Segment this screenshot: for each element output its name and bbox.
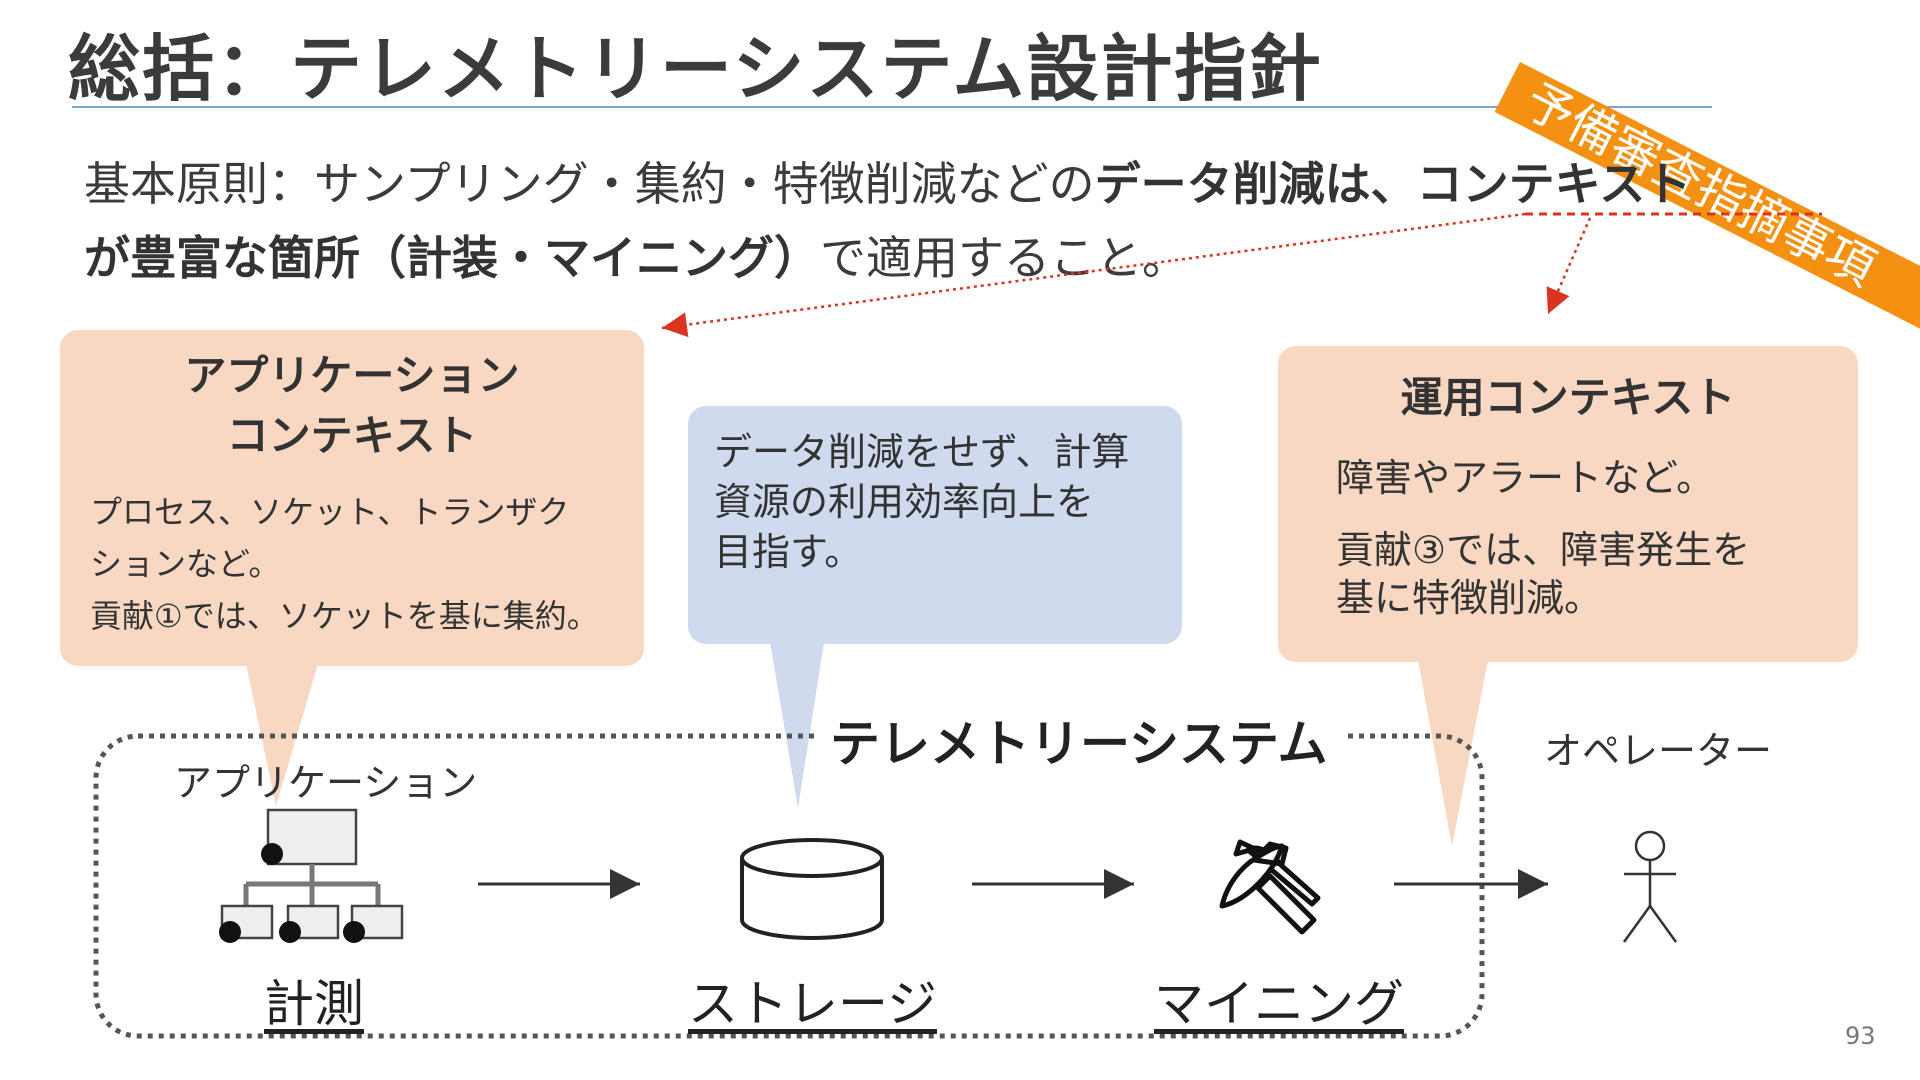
storage-callout-tail — [770, 642, 824, 808]
application-label: アプリケーション — [174, 761, 478, 805]
red-arrow-left — [661, 212, 1526, 338]
app-context-callout: アプリケーション コンテキスト プロセス、ソケット、トランザク ションなど。 貢… — [60, 330, 644, 666]
principle-line-1: 基本原則：サンプリング・集約・特徴削減などのデータ削減は、コンテキスト — [84, 148, 1691, 214]
hierarchy-icon — [219, 808, 404, 943]
title-divider — [72, 106, 1712, 108]
ops-context-title: 運用コンテキスト — [1400, 373, 1736, 422]
measure-label: 計測 — [264, 975, 364, 1033]
app-context-title-2: コンテキスト — [226, 411, 478, 460]
database-cylinder-icon — [740, 838, 884, 940]
stick-figure-icon — [1622, 830, 1678, 943]
principle-line-2: が豊富な箇所（計装・マイニング）で適用すること。 — [84, 222, 1188, 288]
mining-label: マイニング — [1154, 975, 1404, 1033]
principle-bold-1: データ削減は、コンテキスト — [1094, 157, 1692, 211]
principle-normal-1: 基本原則：サンプリング・集約・特徴削減などの — [84, 157, 1095, 211]
app-context-text-3: 貢献①では、ソケットを基に集約。 — [90, 597, 599, 635]
page-number: 93 — [1845, 1022, 1876, 1050]
storage-note-1: データ削減をせず、計算 — [714, 430, 1130, 474]
ops-context-text-1: 障害やアラートなど。 — [1336, 456, 1715, 500]
principle-normal-2: で適用すること。 — [820, 231, 1188, 285]
telemetry-system-label: テレメトリーシステム — [816, 704, 1342, 776]
app-context-text-2: ションなど。 — [90, 545, 281, 583]
operator-label: オペレーター — [1544, 729, 1773, 773]
ops-context-text-2: 貢献③では、障害発生を — [1336, 528, 1751, 572]
principle-bold-2: が豊富な箇所（計装・マイニング） — [84, 231, 820, 285]
telemetry-system-boundary — [93, 733, 1485, 1039]
ops-callout-tail — [1418, 660, 1488, 846]
app-context-text-1: プロセス、ソケット、トランザク — [90, 493, 570, 531]
storage-note-callout: データ削減をせず、計算 資源の利用効率向上を 目指す。 — [688, 406, 1182, 644]
ops-context-text-3: 基に特徴削減。 — [1336, 576, 1603, 620]
page-title: 総括：テレメトリーシステム設計指針 — [68, 27, 1323, 111]
pickaxe-icon — [1219, 839, 1321, 935]
storage-note-3: 目指す。 — [714, 530, 863, 574]
storage-label: ストレージ — [688, 975, 937, 1033]
storage-note-2: 資源の利用効率向上を — [714, 480, 1095, 524]
ops-context-callout: 運用コンテキスト 障害やアラートなど。 貢献③では、障害発生を 基に特徴削減。 — [1278, 346, 1858, 662]
red-arrow-right — [1546, 217, 1592, 315]
app-context-title-1: アプリケーション — [184, 351, 520, 400]
